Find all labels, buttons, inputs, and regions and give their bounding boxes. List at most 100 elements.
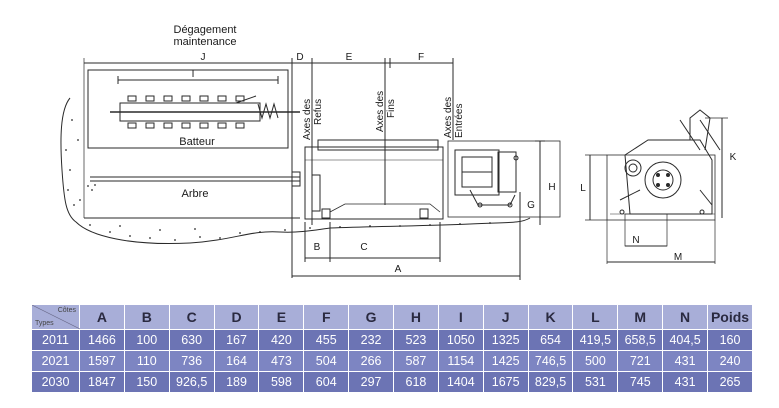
column-header: E xyxy=(258,304,305,330)
label-batteur: Batteur xyxy=(179,136,215,148)
corner-label-cotes: Côtes xyxy=(57,307,76,314)
column-header: C xyxy=(168,304,215,330)
foundation-dots xyxy=(65,119,491,241)
table-cell: 829,5 xyxy=(527,371,574,393)
row-type: 2030 xyxy=(31,371,80,393)
table-cell: 404,5 xyxy=(662,329,709,351)
column-header: K xyxy=(527,304,574,330)
table-cell: 420 xyxy=(258,329,305,351)
table-cell: 189 xyxy=(213,371,260,393)
end-view xyxy=(585,109,728,264)
label-axes-fins-1: Axes des xyxy=(375,91,386,132)
table-cell: 531 xyxy=(572,371,619,393)
table-cell: 1847 xyxy=(79,371,125,393)
table-cell: 150 xyxy=(123,371,170,393)
table-cell: 618 xyxy=(393,371,439,393)
end-view-frame xyxy=(606,154,716,221)
table-cell: 160 xyxy=(707,329,753,351)
label-A: A xyxy=(395,264,402,275)
table-cell: 746,5 xyxy=(527,350,574,372)
table-cell: 164 xyxy=(213,350,260,372)
table-cell: 265 xyxy=(707,371,753,393)
label-H: H xyxy=(548,182,555,193)
column-header: L xyxy=(572,304,619,330)
column-header: G xyxy=(348,304,395,330)
machine-body xyxy=(304,146,444,220)
table-cell: 721 xyxy=(617,350,664,372)
label-J: J xyxy=(201,52,206,63)
table-cell: 240 xyxy=(707,350,753,372)
table-cell: 1675 xyxy=(482,371,529,393)
label-degagement: Dégagement xyxy=(174,24,237,36)
table-cell: 1425 xyxy=(482,350,529,372)
label-G: G xyxy=(527,200,535,211)
column-header: J xyxy=(482,304,529,330)
column-header: Poids xyxy=(707,304,753,330)
label-maintenance: maintenance xyxy=(174,36,237,48)
table-row: 2011 1466 100 630 167 420 455 232 523 10… xyxy=(31,329,753,351)
row-type: 2011 xyxy=(31,329,80,351)
batteur-paddles xyxy=(127,95,279,129)
table-cell: 100 xyxy=(123,329,170,351)
label-N: N xyxy=(632,235,639,246)
table-row: 2030 1847 150 926,5 189 598 604 297 618 … xyxy=(31,371,753,393)
table-cell: 500 xyxy=(572,350,619,372)
table-cell: 523 xyxy=(393,329,439,351)
label-I: I xyxy=(192,69,195,80)
table-cell: 504 xyxy=(303,350,350,372)
table-cell: 419,5 xyxy=(572,329,619,351)
column-header: I xyxy=(437,304,484,330)
label-F: F xyxy=(418,52,424,63)
label-L: L xyxy=(580,183,586,194)
column-header: M xyxy=(617,304,664,330)
column-header: A xyxy=(79,304,125,330)
side-view xyxy=(60,58,561,280)
table-cell: 431 xyxy=(662,350,709,372)
table-cell: 455 xyxy=(303,329,350,351)
table-cell: 1325 xyxy=(482,329,529,351)
table-cell: 598 xyxy=(258,371,305,393)
table-row: 2021 1597 110 736 164 473 504 266 587 11… xyxy=(31,350,753,372)
label-axes-refus-2: Refus xyxy=(313,99,324,125)
row-type: 2021 xyxy=(31,350,80,372)
column-header: F xyxy=(303,304,350,330)
dimensions-table: Côtes Types A B C D E F G H I J K L M N … xyxy=(31,304,753,393)
label-axes-entrees-2: Entrées xyxy=(454,104,465,138)
column-header: N xyxy=(662,304,709,330)
label-B: B xyxy=(314,242,321,253)
table-cell: 431 xyxy=(662,371,709,393)
end-rotor xyxy=(644,161,682,199)
table-cell: 473 xyxy=(258,350,305,372)
table-cell: 1597 xyxy=(79,350,125,372)
table-cell: 654 xyxy=(527,329,574,351)
label-axes-fins-2: Fins xyxy=(386,99,397,118)
table-cell: 630 xyxy=(168,329,215,351)
column-header: B xyxy=(123,304,170,330)
label-E: E xyxy=(346,52,353,63)
corner-label-types: Types xyxy=(35,320,54,327)
table-cell: 1154 xyxy=(437,350,484,372)
label-axes-entrees-1: Axes des xyxy=(443,97,454,138)
table-cell: 266 xyxy=(348,350,395,372)
label-K: K xyxy=(730,152,737,163)
table-cell: 1050 xyxy=(437,329,484,351)
table-cell: 232 xyxy=(348,329,395,351)
table-cell: 926,5 xyxy=(168,371,215,393)
technical-drawing: Dégagement maintenance J I D E F Axes de… xyxy=(60,24,737,280)
table-cell: 604 xyxy=(303,371,350,393)
column-header: H xyxy=(393,304,439,330)
table-corner-cell: Côtes Types xyxy=(31,304,80,330)
column-header: D xyxy=(213,304,260,330)
motor-block xyxy=(454,149,500,196)
table-cell: 110 xyxy=(123,350,170,372)
batteur-frame xyxy=(87,69,289,149)
table-cell: 167 xyxy=(213,329,260,351)
motor-frame xyxy=(447,140,561,218)
label-arbre: Arbre xyxy=(182,188,209,200)
table-cell: 297 xyxy=(348,371,395,393)
table-cell: 1466 xyxy=(79,329,125,351)
label-D: D xyxy=(296,52,303,63)
label-axes-refus-1: Axes des xyxy=(302,99,313,140)
table-header-row: Côtes Types A B C D E F G H I J K L M N … xyxy=(31,304,753,330)
label-C: C xyxy=(360,242,367,253)
